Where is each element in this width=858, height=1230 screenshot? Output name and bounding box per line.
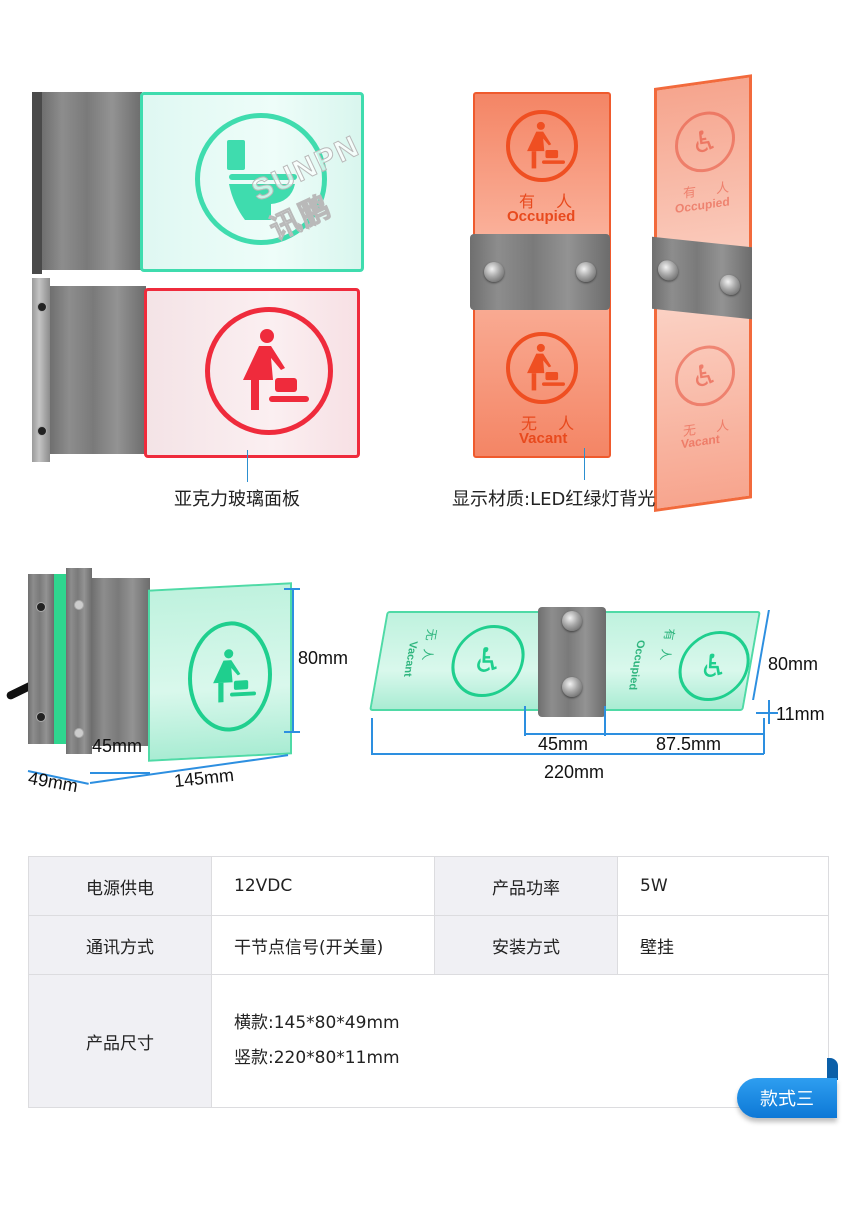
size-label: 产品尺寸 [28, 974, 212, 1108]
horizontal-model-diagram [0, 560, 380, 810]
wheelchair-icon: ♿ [469, 641, 507, 681]
baby-changing-icon [213, 649, 256, 703]
horizontal-bracket-label: 45mm [92, 736, 143, 756]
height-dim-line [292, 588, 294, 732]
vertical-height-label: 80mm [768, 654, 819, 674]
table-row: 电源供电 12VDC 产品功率 5W [28, 856, 829, 916]
vertical-bracket-dim-line [524, 733, 764, 735]
power-supply-label: 电源供电 [28, 856, 212, 916]
occupied-en-label: Occupied [507, 208, 576, 225]
mint-glass-panel [148, 582, 292, 762]
led-panel-photos: 有 人 Occupied 无 人 Vacant ♿ 有 人 Occupied ♿… [470, 70, 770, 513]
occupied-en-label: Occupied [625, 639, 647, 691]
installation-label: 安装方式 [434, 915, 618, 975]
installation-value: 壁挂 [617, 915, 829, 975]
power-value: 5W [617, 856, 829, 916]
baby-changing-icon [527, 121, 565, 169]
back-bracket [28, 574, 54, 744]
baby-sign-ring [506, 110, 578, 182]
power-label: 产品功率 [434, 856, 618, 916]
caption-leader-line [247, 450, 248, 482]
baby-changing-icon [243, 329, 309, 410]
wheelchair-sign-ring: ♿ [675, 341, 735, 411]
center-mount-plate [470, 234, 610, 310]
baby-sign-ring [188, 619, 272, 734]
vertical-bracket-label: 45mm [538, 734, 589, 754]
vertical-half-label: 87.5mm [656, 734, 722, 754]
occupied-cn-label: 有 人 [519, 192, 581, 211]
wall-bracket [32, 92, 42, 274]
vertical-model-diagram: 无 人 Vacant ♿ 有 人 Occupied ♿ [369, 605, 761, 735]
wheelchair-sign-ring: ♿ [672, 631, 756, 701]
green-edge [54, 574, 66, 744]
bracket-dim-line [90, 772, 150, 774]
communication-label: 通讯方式 [28, 915, 212, 975]
baby-sign-ring [205, 307, 333, 435]
green-glass-panel [140, 92, 364, 272]
vacant-cn-label: 无 人 [521, 414, 583, 433]
acrylic-panel-caption: 亚克力玻璃面板 [174, 489, 300, 510]
vertical-thickness-label: 11mm [776, 704, 825, 724]
spec-table: 电源供电 12VDC 产品功率 5W 通讯方式 干节点信号(开关量) 安装方式 … [28, 856, 829, 1108]
baby-sign-ring [506, 332, 578, 404]
toilet-sign-ring [195, 113, 327, 245]
metal-plate [42, 92, 142, 270]
toilet-icon [227, 140, 297, 220]
red-glass-panel [144, 288, 360, 458]
side-plate [92, 578, 150, 746]
badge-ribbon-fold [827, 1058, 838, 1080]
led-material-caption: 显示材质:LED红绿灯背光 [452, 489, 656, 510]
wheelchair-sign-ring: ♿ [675, 107, 735, 177]
table-row: 通讯方式 干节点信号(开关量) 安装方式 壁挂 [28, 915, 829, 975]
power-supply-value: 12VDC [211, 856, 435, 916]
horizontal-size: 横款:145*80*49mm [234, 1013, 400, 1033]
wheelchair-sign-ring: ♿ [445, 625, 531, 697]
vertical-length-dim-line [371, 753, 764, 755]
vacant-en-label: Vacant [519, 430, 568, 447]
center-mount-plate [652, 236, 752, 320]
horizontal-height-label: 80mm [298, 648, 349, 668]
occupied-cn-label: 有 人 [657, 628, 678, 663]
size-value: 横款:145*80*49mm 竖款:220*80*11mm [211, 974, 829, 1108]
caption-leader-line [584, 448, 585, 480]
wall-bracket [32, 278, 50, 462]
communication-value: 干节点信号(开关量) [211, 915, 435, 975]
front-bracket [66, 568, 92, 754]
baby-changing-icon [527, 343, 565, 391]
wheelchair-icon: ♿ [691, 356, 719, 396]
metal-plate [50, 286, 146, 454]
vacant-en-label: Vacant [400, 641, 420, 677]
vacant-cn-label: 无 人 [419, 628, 440, 663]
center-mount-plate [538, 607, 606, 717]
vertical-size: 竖款:220*80*11mm [234, 1048, 400, 1068]
vertical-length-label: 220mm [544, 762, 605, 782]
wheelchair-icon: ♿ [696, 647, 732, 685]
style-badge: 款式三 [737, 1078, 837, 1118]
wheelchair-icon: ♿ [691, 122, 719, 162]
acrylic-panel-photos: SUNPN讯鹏 [30, 88, 370, 468]
table-row: 产品尺寸 横款:145*80*49mm 竖款:220*80*11mm [28, 974, 829, 1108]
